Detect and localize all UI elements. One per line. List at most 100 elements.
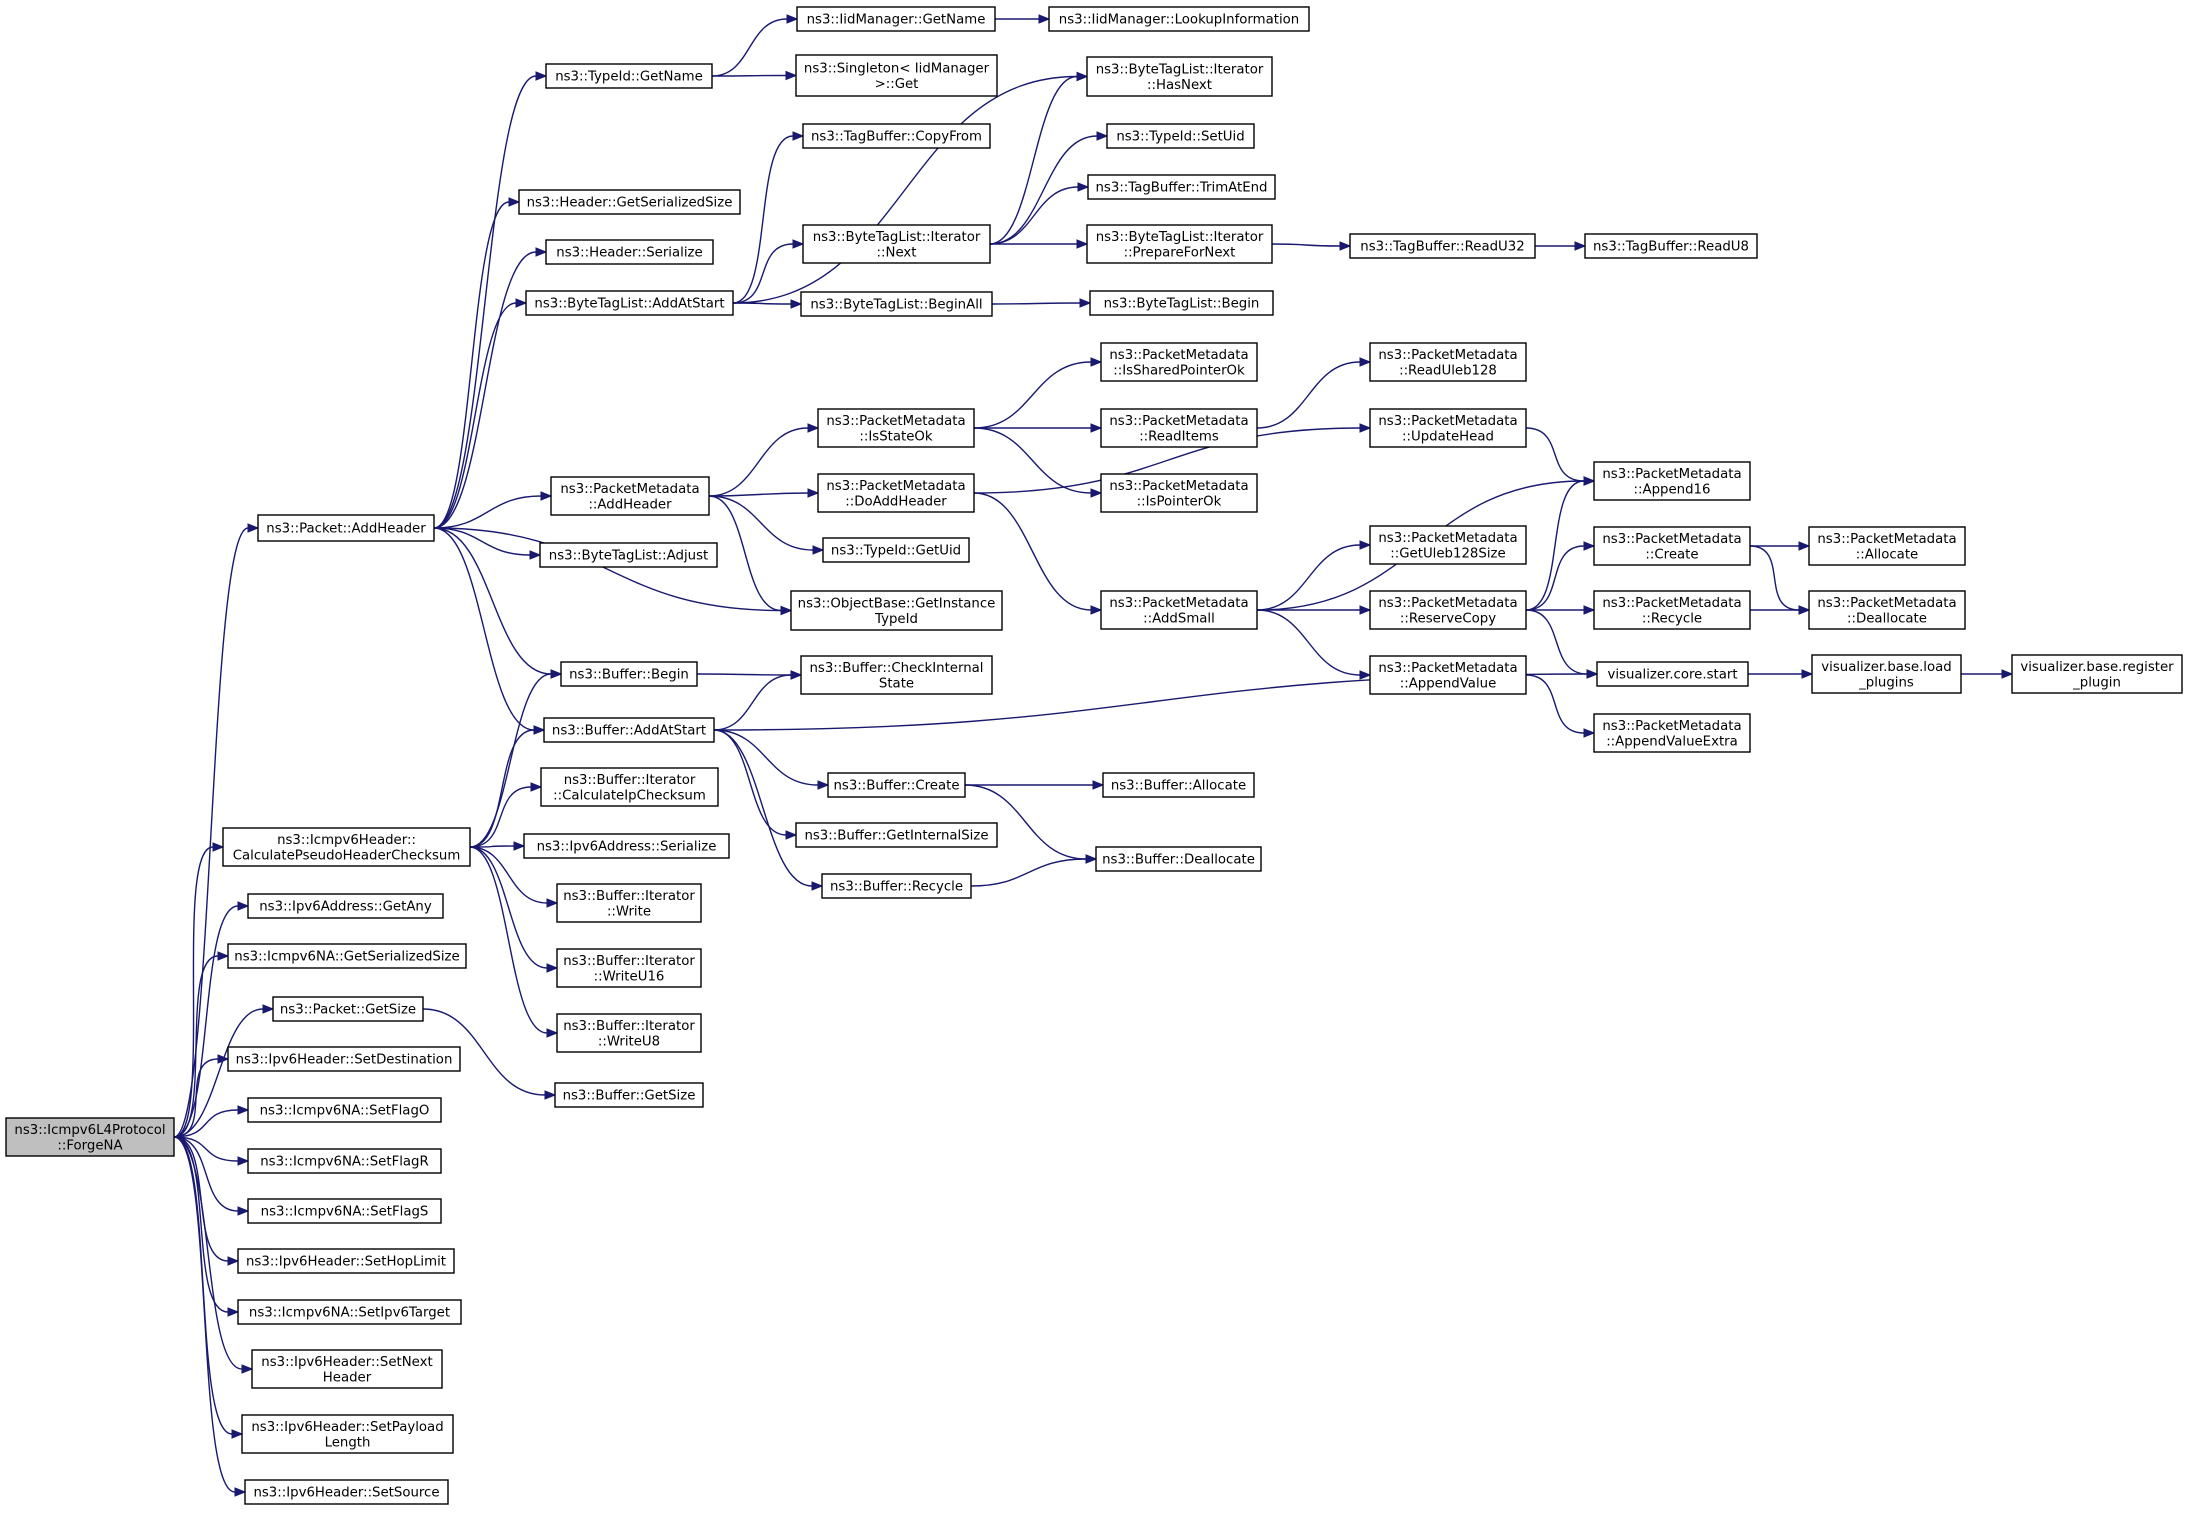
node-buf-deallocate[interactable]: ns3::Buffer::Deallocate — [1095, 846, 1262, 872]
node-label: ns3::Buffer::Iterator — [563, 954, 695, 969]
node-box — [244, 1479, 449, 1505]
node-setflagr[interactable]: ns3::Icmpv6NA::SetFlagR — [247, 1148, 442, 1174]
node-label: ns3::Ipv6Header::SetDestination — [236, 1053, 453, 1068]
edge-line — [713, 729, 819, 786]
edge-arrowhead — [1583, 476, 1596, 486]
node-singleton-get[interactable]: ns3::Singleton< IidManager>::Get — [795, 54, 998, 97]
node-pm-readitems[interactable]: ns3::PacketMetadata::ReadItems — [1100, 408, 1258, 448]
node-tb-readu32[interactable]: ns3::TagBuffer::ReadU32 — [1349, 233, 1536, 259]
node-ipv6addr-ser[interactable]: ns3::Ipv6Address::Serialize — [523, 833, 730, 859]
node-box — [1100, 473, 1258, 513]
node-iid-lookup[interactable]: ns3::IidManager::LookupInformation — [1048, 6, 1310, 32]
node-btl-adjust[interactable]: ns3::ByteTagList::Adjust — [539, 542, 718, 568]
node-pm-appendvalue[interactable]: ns3::PacketMetadata::AppendValue — [1369, 655, 1527, 695]
node-label: ns3::PacketMetadata — [1378, 414, 1517, 429]
node-buf-allocate[interactable]: ns3::Buffer::Allocate — [1102, 772, 1255, 798]
node-label: ::Recycle — [1642, 611, 1702, 626]
node-buf-getsize[interactable]: ns3::Buffer::GetSize — [554, 1082, 704, 1108]
node-tb-copyfrom[interactable]: ns3::TagBuffer::CopyFrom — [802, 123, 991, 149]
node-setsource[interactable]: ns3::Ipv6Header::SetSource — [244, 1479, 449, 1505]
edge-line — [713, 729, 813, 887]
node-buf-begin[interactable]: ns3::Buffer::Begin — [560, 661, 698, 687]
node-buf-addatstart[interactable]: ns3::Buffer::AddAtStart — [543, 717, 715, 743]
edge-arrowhead — [513, 841, 526, 851]
node-pkt-getsize[interactable]: ns3::Packet::GetSize — [272, 996, 424, 1022]
node-bufit-write[interactable]: ns3::Buffer::Iterator::Write — [556, 883, 702, 923]
edge-line — [991, 302, 1081, 305]
node-label: ns3::Buffer::Iterator — [564, 773, 696, 788]
node-vis-registerplugin[interactable]: visualizer.base.register_plugin — [2011, 654, 2183, 694]
node-tb-trimatend[interactable]: ns3::TagBuffer::TrimAtEnd — [1087, 174, 1276, 200]
node-pm-ispointerok[interactable]: ns3::PacketMetadata::IsPointerOk — [1100, 473, 1258, 513]
node-setflags[interactable]: ns3::Icmpv6NA::SetFlagS — [247, 1198, 442, 1224]
node-btlit-hasnext[interactable]: ns3::ByteTagList::Iterator::HasNext — [1086, 56, 1273, 97]
node-hdr-serialize[interactable]: ns3::Header::Serialize — [545, 239, 714, 265]
node-pm-allocate[interactable]: ns3::PacketMetadata::Allocate — [1808, 526, 1966, 566]
node-pm-addsmall[interactable]: ns3::PacketMetadata::AddSmall — [1100, 590, 1258, 630]
node-pm-reservecopy[interactable]: ns3::PacketMetadata::ReserveCopy — [1369, 590, 1527, 630]
edge-line — [711, 18, 788, 77]
node-btl-begin[interactable]: ns3::ByteTagList::Begin — [1089, 290, 1274, 316]
node-btl-addatstart[interactable]: ns3::ByteTagList::AddAtStart — [525, 290, 734, 316]
node-typeid-setuid[interactable]: ns3::TypeId::SetUid — [1106, 123, 1255, 149]
node-forge[interactable]: ns3::Icmpv6L4Protocol::ForgeNA — [5, 1117, 175, 1157]
edge-arrowhead — [790, 299, 803, 309]
node-label: ::IsPointerOk — [1137, 494, 1222, 509]
node-buf-recycle[interactable]: ns3::Buffer::Recycle — [821, 873, 972, 899]
node-pm-doaddheader[interactable]: ns3::PacketMetadata::DoAddHeader — [817, 473, 975, 513]
node-pm-readuleb[interactable]: ns3::PacketMetadata::ReadUleb128 — [1369, 342, 1527, 382]
edge-line — [708, 495, 814, 551]
node-pm-getuleb[interactable]: ns3::PacketMetadata::GetUleb128Size — [1369, 525, 1527, 565]
node-btlit-prepnext[interactable]: ns3::ByteTagList::Iterator::PrepareForNe… — [1086, 224, 1273, 264]
node-label: ns3::Buffer::GetInternalSize — [804, 829, 988, 844]
node-label: ::GetUleb128Size — [1390, 546, 1505, 561]
edge-arrowhead — [533, 725, 546, 735]
node-na-getsersize[interactable]: ns3::Icmpv6NA::GetSerializedSize — [227, 943, 467, 969]
node-calcpseudo[interactable]: ns3::Icmpv6Header::CalculatePseudoHeader… — [222, 827, 471, 867]
node-pm-create[interactable]: ns3::PacketMetadata::Create — [1593, 526, 1751, 566]
node-setipv6target[interactable]: ns3::Icmpv6NA::SetIpv6Target — [237, 1299, 462, 1325]
node-pm-deallocate[interactable]: ns3::PacketMetadata::Deallocate — [1808, 590, 1966, 630]
node-pm-isstateok[interactable]: ns3::PacketMetadata::IsStateOk — [817, 408, 975, 448]
node-bufit-writeu8[interactable]: ns3::Buffer::Iterator::WriteU8 — [556, 1013, 702, 1053]
node-hdr-getsersize[interactable]: ns3::Header::GetSerializedSize — [518, 189, 741, 215]
node-pm-updatehead[interactable]: ns3::PacketMetadata::UpdateHead — [1369, 408, 1527, 448]
node-btl-beginall[interactable]: ns3::ByteTagList::BeginAll — [800, 291, 993, 317]
node-box — [817, 473, 975, 513]
node-typeid-getname[interactable]: ns3::TypeId::GetName — [545, 63, 713, 89]
node-buf-create[interactable]: ns3::Buffer::Create — [827, 772, 966, 798]
node-typeid-getuid[interactable]: ns3::TypeId::GetUid — [822, 537, 970, 563]
node-btlit-next[interactable]: ns3::ByteTagList::Iterator::Next — [802, 224, 991, 264]
node-setdest[interactable]: ns3::Ipv6Header::SetDestination — [227, 1046, 461, 1072]
node-buf-getinternalsize[interactable]: ns3::Buffer::GetInternalSize — [795, 822, 998, 848]
edge-tb_readu32-to-tb_readu8 — [1534, 241, 1587, 251]
edge-forge-to-setipv6target — [173, 1136, 240, 1317]
node-bufit-calcip[interactable]: ns3::Buffer::Iterator::CalculateIpChecks… — [540, 767, 719, 807]
node-pkt-addheader[interactable]: ns3::Packet::AddHeader — [257, 514, 435, 542]
node-vis-start[interactable]: visualizer.core.start — [1596, 661, 1749, 687]
node-tb-readu8[interactable]: ns3::TagBuffer::ReadU8 — [1584, 233, 1758, 259]
node-pm-recycle[interactable]: ns3::PacketMetadata::Recycle — [1593, 590, 1751, 630]
node-bufit-writeu16[interactable]: ns3::Buffer::Iterator::WriteU16 — [556, 948, 702, 988]
node-pm-appendvalueextra[interactable]: ns3::PacketMetadata::AppendValueExtra — [1593, 713, 1751, 753]
node-pm-append16[interactable]: ns3::PacketMetadata::Append16 — [1593, 461, 1751, 501]
node-pm-addheader[interactable]: ns3::PacketMetadata::AddHeader — [550, 476, 710, 516]
node-iid-getname[interactable]: ns3::IidManager::GetName — [796, 6, 996, 32]
edge-line — [711, 74, 787, 77]
node-sethoplimit[interactable]: ns3::Ipv6Header::SetHopLimit — [237, 1248, 455, 1274]
edge-arrowhead — [1798, 541, 1811, 551]
node-label: ::Deallocate — [1847, 611, 1927, 626]
node-box — [1048, 6, 1310, 32]
node-label: ns3::PacketMetadata — [1109, 414, 1248, 429]
node-setflago[interactable]: ns3::Icmpv6NA::SetFlagO — [247, 1097, 442, 1123]
node-pm-issharedptr[interactable]: ns3::PacketMetadata::IsSharedPointerOk — [1100, 342, 1258, 382]
node-vis-loadplugins[interactable]: visualizer.base.load_plugins — [1811, 654, 1962, 694]
node-ipv6addr-getany[interactable]: ns3::Ipv6Address::GetAny — [247, 893, 444, 919]
edge-line — [433, 527, 552, 675]
node-box — [247, 893, 444, 919]
node-label: ns3::Buffer::Deallocate — [1102, 853, 1255, 868]
